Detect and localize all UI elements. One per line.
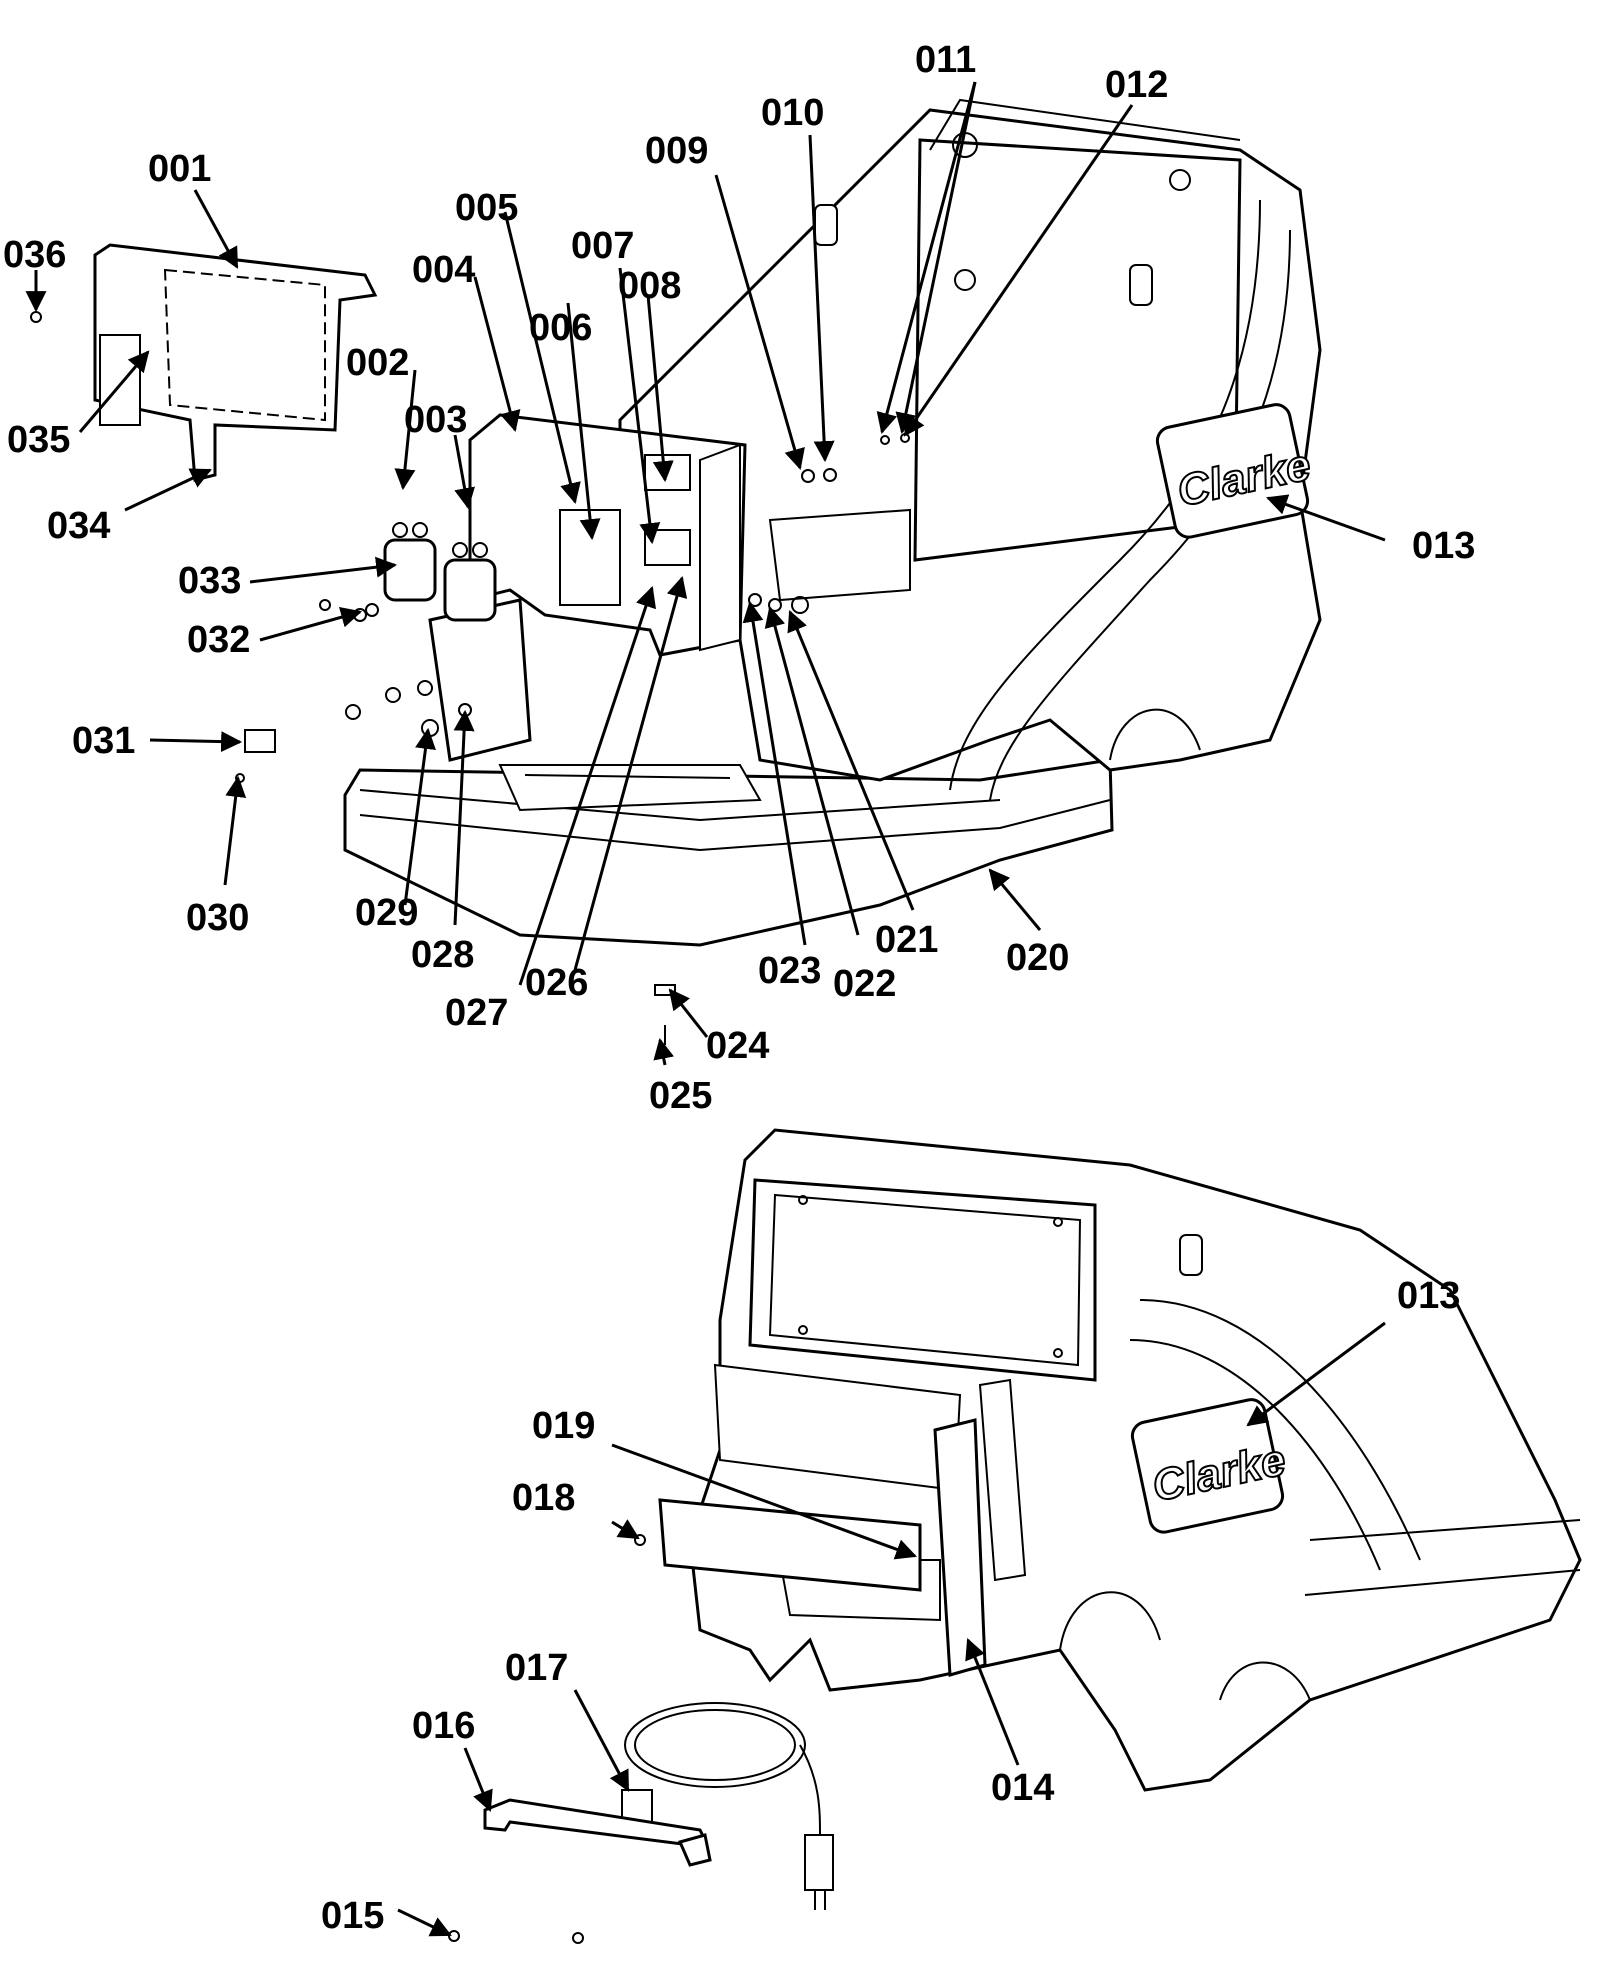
upper-brand-logo: Clarke xyxy=(1155,403,1316,539)
callout-005: 005 xyxy=(455,187,518,229)
callout-015: 015 xyxy=(321,1895,384,1937)
electrical-cover-plate xyxy=(93,243,378,482)
callout-026: 026 xyxy=(525,962,588,1004)
callout-033: 033 xyxy=(178,560,241,602)
callout-018: 018 xyxy=(512,1477,575,1519)
power-cord xyxy=(621,1702,834,1910)
callout-008: 008 xyxy=(618,265,681,307)
callout-019: 019 xyxy=(532,1405,595,1447)
cord-bracket xyxy=(483,1798,712,1867)
callout-009: 009 xyxy=(645,130,708,172)
callout-011: 011 xyxy=(915,39,976,81)
callout-004: 004 xyxy=(412,249,475,291)
callout-022: 022 xyxy=(833,963,896,1005)
callout-014: 014 xyxy=(991,1767,1054,1809)
callout-016: 016 xyxy=(412,1705,475,1747)
callout-036: 036 xyxy=(3,234,66,276)
callout-013-upper: 013 xyxy=(1412,525,1475,567)
solenoid-relays xyxy=(383,522,497,622)
callout-032: 032 xyxy=(187,619,250,661)
callout-024: 024 xyxy=(706,1025,769,1067)
callout-034: 034 xyxy=(47,505,110,547)
callout-025: 025 xyxy=(649,1075,712,1117)
callout-003: 003 xyxy=(404,399,467,441)
callout-013-lower: 013 xyxy=(1397,1275,1460,1317)
callout-010: 010 xyxy=(761,92,824,134)
callout-029: 029 xyxy=(355,892,418,934)
callout-031: 031 xyxy=(72,720,135,762)
callout-007: 007 xyxy=(571,225,634,267)
callout-012: 012 xyxy=(1105,64,1168,106)
callout-labels: 001 002 003 004 005 006 007 008 009 010 … xyxy=(3,39,1475,1937)
callout-035: 035 xyxy=(7,419,70,461)
callout-020: 020 xyxy=(1006,937,1069,979)
callout-021: 021 xyxy=(875,919,938,961)
callout-017: 017 xyxy=(505,1647,568,1689)
callout-006: 006 xyxy=(529,307,592,349)
callout-030: 030 xyxy=(186,897,249,939)
callout-023: 023 xyxy=(758,950,821,992)
rear-bracket-assembly xyxy=(658,1378,1027,1677)
lower-brand-logo: Clarke xyxy=(1130,1398,1291,1534)
loose-hardware-lower xyxy=(448,1534,646,1944)
callout-001: 001 xyxy=(148,148,211,190)
callout-027: 027 xyxy=(445,992,508,1034)
leader-lines xyxy=(25,81,1386,1937)
lower-chassis-body xyxy=(688,1128,1582,1792)
callout-002: 002 xyxy=(346,342,409,384)
callout-028: 028 xyxy=(411,934,474,976)
